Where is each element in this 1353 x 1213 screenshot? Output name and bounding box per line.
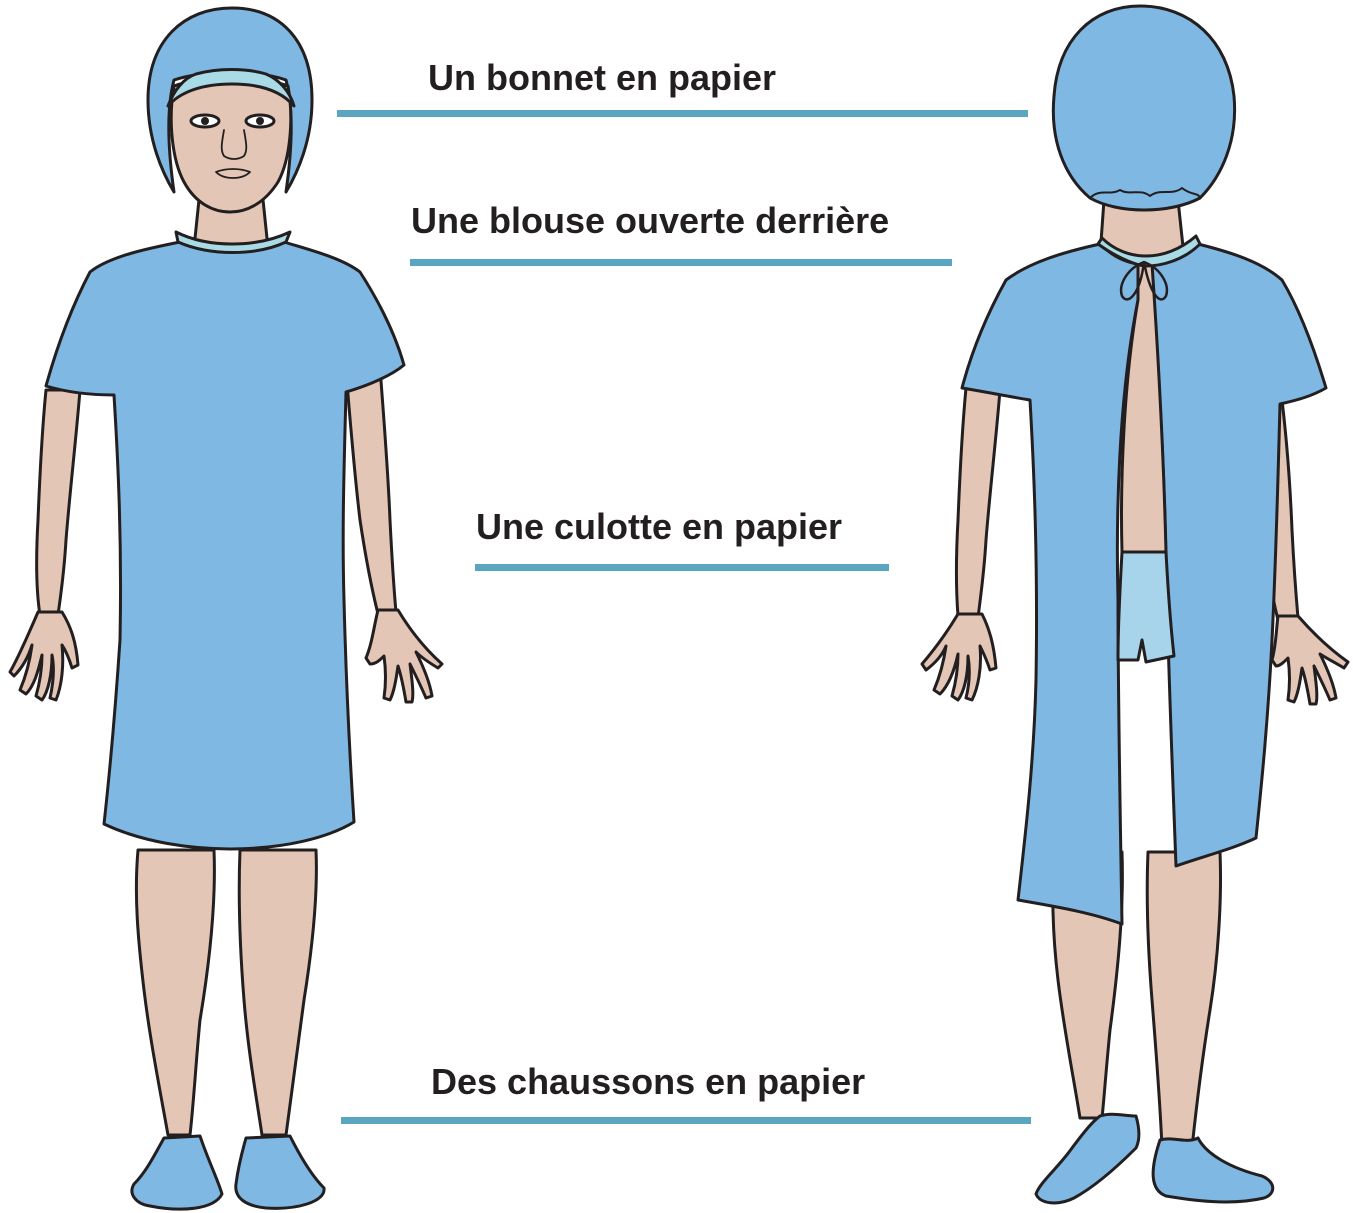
label-open-back-gown: Une blouse ouverte derrière [411, 203, 889, 239]
front-right-arm [346, 368, 396, 614]
back-right-hand [1272, 616, 1348, 704]
back-left-shoe [1036, 1114, 1139, 1203]
gown-leader-line [410, 259, 952, 266]
shoes-leader-line [341, 1117, 1031, 1124]
back-figure [922, 6, 1348, 1203]
back-underwear [1118, 552, 1174, 662]
front-left-leg [136, 850, 214, 1135]
front-left-arm [37, 390, 80, 615]
back-right-shoe [1153, 1138, 1273, 1202]
front-left-hand [10, 612, 78, 700]
front-figure [10, 8, 442, 1209]
back-gown-right [1152, 244, 1326, 866]
back-right-leg [1147, 852, 1220, 1148]
label-paper-cap: Un bonnet en papier [428, 60, 776, 96]
front-face [171, 79, 291, 213]
back-gown-left [962, 244, 1138, 924]
label-paper-shoes: Des chaussons en papier [431, 1064, 865, 1100]
front-left-shoe [132, 1136, 222, 1209]
underwear-leader-line [475, 564, 889, 571]
front-right-leg [239, 850, 316, 1135]
front-right-hand [366, 610, 442, 702]
front-gown [46, 242, 404, 849]
label-paper-underwear: Une culotte en papier [476, 509, 842, 545]
back-cap [1053, 6, 1234, 210]
cap-leader-line [337, 110, 1028, 117]
back-left-hand [922, 614, 996, 700]
front-right-shoe [236, 1136, 324, 1208]
back-left-arm [957, 388, 1001, 618]
